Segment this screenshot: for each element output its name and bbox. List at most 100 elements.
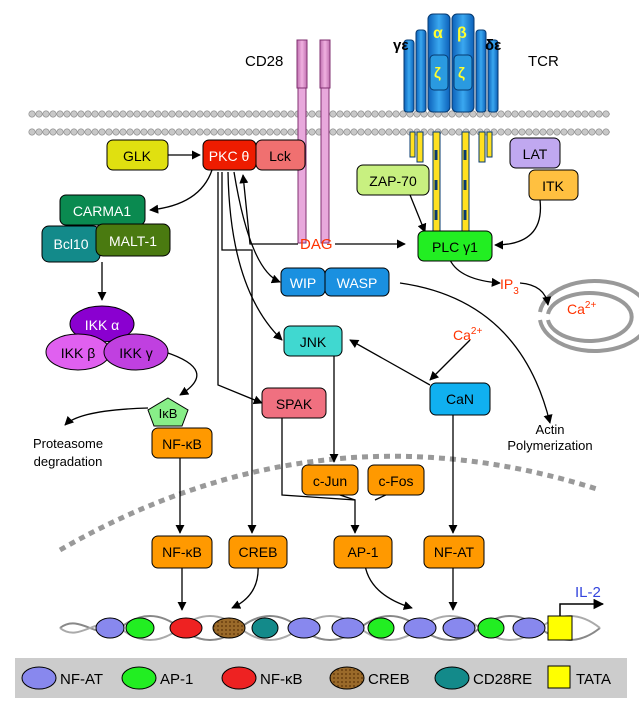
spak-label: SPAK bbox=[276, 396, 313, 412]
spak-node bbox=[261, 387, 327, 419]
lipid-head bbox=[154, 110, 162, 118]
lipid-head bbox=[238, 110, 246, 118]
lipid-head bbox=[357, 110, 365, 118]
bcl10-label: Bcl10 bbox=[53, 236, 88, 252]
lipid-head bbox=[224, 110, 232, 118]
ikb-label: IκB bbox=[159, 406, 178, 421]
il2-label: IL-2 bbox=[575, 584, 601, 601]
lat-node bbox=[509, 137, 561, 169]
lipid-head bbox=[147, 128, 155, 136]
lipid-head bbox=[63, 110, 71, 118]
lipid-head bbox=[511, 128, 519, 136]
ikk-alpha-label: IKK α bbox=[85, 317, 120, 333]
lipid-head bbox=[210, 128, 218, 136]
lipid-head bbox=[273, 110, 281, 118]
lipid-head bbox=[203, 128, 211, 136]
lipid-head bbox=[329, 110, 337, 118]
tcr-zeta-right-label: ζ bbox=[458, 65, 465, 82]
lipid-head bbox=[189, 128, 197, 136]
lipid-head bbox=[497, 128, 505, 136]
plc-label: PLC γ1 bbox=[432, 239, 478, 255]
lipid-head bbox=[378, 128, 386, 136]
can-label: CaN bbox=[446, 391, 474, 407]
legend-label: CREB bbox=[368, 671, 410, 688]
nfkb-site bbox=[169, 617, 203, 639]
lipid-head bbox=[42, 128, 50, 136]
lipid-head bbox=[266, 128, 274, 136]
lipid-head bbox=[154, 128, 162, 136]
plasma-membrane bbox=[28, 110, 610, 136]
lipid-head bbox=[133, 128, 141, 136]
carma1-label: CARMA1 bbox=[73, 203, 132, 219]
lipid-head bbox=[91, 128, 99, 136]
wip-label: WIP bbox=[290, 275, 316, 291]
lipid-head bbox=[448, 110, 456, 118]
lipid-head bbox=[245, 110, 253, 118]
legend-swatch bbox=[221, 666, 257, 690]
lipid-head bbox=[560, 128, 568, 136]
lipid-head bbox=[343, 110, 351, 118]
nfat-site bbox=[331, 617, 365, 639]
nfat-site bbox=[287, 617, 321, 639]
lipid-head bbox=[266, 110, 274, 118]
lipid-head bbox=[245, 128, 253, 136]
lipid-head bbox=[448, 128, 456, 136]
polymerization-label: Polymerization bbox=[507, 438, 592, 453]
lipid-head bbox=[287, 110, 295, 118]
lipid-head bbox=[308, 128, 316, 136]
lipid-head bbox=[259, 110, 267, 118]
lipid-head bbox=[350, 128, 358, 136]
ikk-beta-label: IKK β bbox=[61, 345, 96, 361]
lipid-head bbox=[105, 110, 113, 118]
lipid-head bbox=[98, 128, 106, 136]
dag-label: DAG bbox=[300, 236, 333, 253]
lipid-head bbox=[455, 128, 463, 136]
lipid-head bbox=[581, 110, 589, 118]
lipid-head bbox=[392, 128, 400, 136]
lipid-head bbox=[546, 110, 554, 118]
nfkb-nuc-node bbox=[151, 535, 213, 569]
cfos-label: c-Fos bbox=[379, 473, 414, 489]
plc-node bbox=[417, 230, 493, 262]
lipid-head bbox=[539, 110, 547, 118]
lipid-head bbox=[511, 110, 519, 118]
tcr-zeta-left-label: ζ bbox=[434, 65, 441, 82]
lipid-head bbox=[126, 128, 134, 136]
creb-node bbox=[228, 535, 288, 569]
lipid-head bbox=[259, 128, 267, 136]
tcr-label: TCR bbox=[528, 53, 559, 70]
lipid-head bbox=[602, 128, 610, 136]
can-node bbox=[429, 382, 491, 416]
lipid-head bbox=[91, 110, 99, 118]
lipid-head bbox=[175, 110, 183, 118]
itk-node bbox=[528, 169, 579, 201]
legend-background bbox=[15, 658, 627, 698]
lipid-head bbox=[49, 110, 57, 118]
legend-swatch bbox=[121, 666, 157, 690]
creb-site bbox=[212, 617, 246, 639]
lipid-head bbox=[357, 128, 365, 136]
ap1-site bbox=[477, 617, 505, 639]
cfos-node bbox=[367, 464, 425, 496]
legend-swatch bbox=[21, 666, 57, 690]
lipid-head bbox=[385, 110, 393, 118]
tcr-complex bbox=[403, 13, 499, 253]
lipid-head bbox=[441, 128, 449, 136]
cd28-label: CD28 bbox=[245, 53, 283, 70]
ikk-gamma-label: IKK γ bbox=[119, 345, 152, 361]
nfkb-cyto-node bbox=[151, 427, 213, 459]
lipid-head bbox=[84, 128, 92, 136]
lipid-head bbox=[504, 128, 512, 136]
lipid-head bbox=[539, 128, 547, 136]
lipid-head bbox=[518, 128, 526, 136]
legend-swatch bbox=[329, 666, 365, 690]
lipid-head bbox=[364, 128, 372, 136]
legend-label: NF-AT bbox=[60, 671, 103, 688]
lipid-head bbox=[133, 110, 141, 118]
lipid-head bbox=[336, 110, 344, 118]
glk-node bbox=[106, 139, 169, 171]
ip3-label: IP3 bbox=[500, 276, 519, 297]
lipid-head bbox=[28, 128, 36, 136]
lipid-head bbox=[329, 128, 337, 136]
